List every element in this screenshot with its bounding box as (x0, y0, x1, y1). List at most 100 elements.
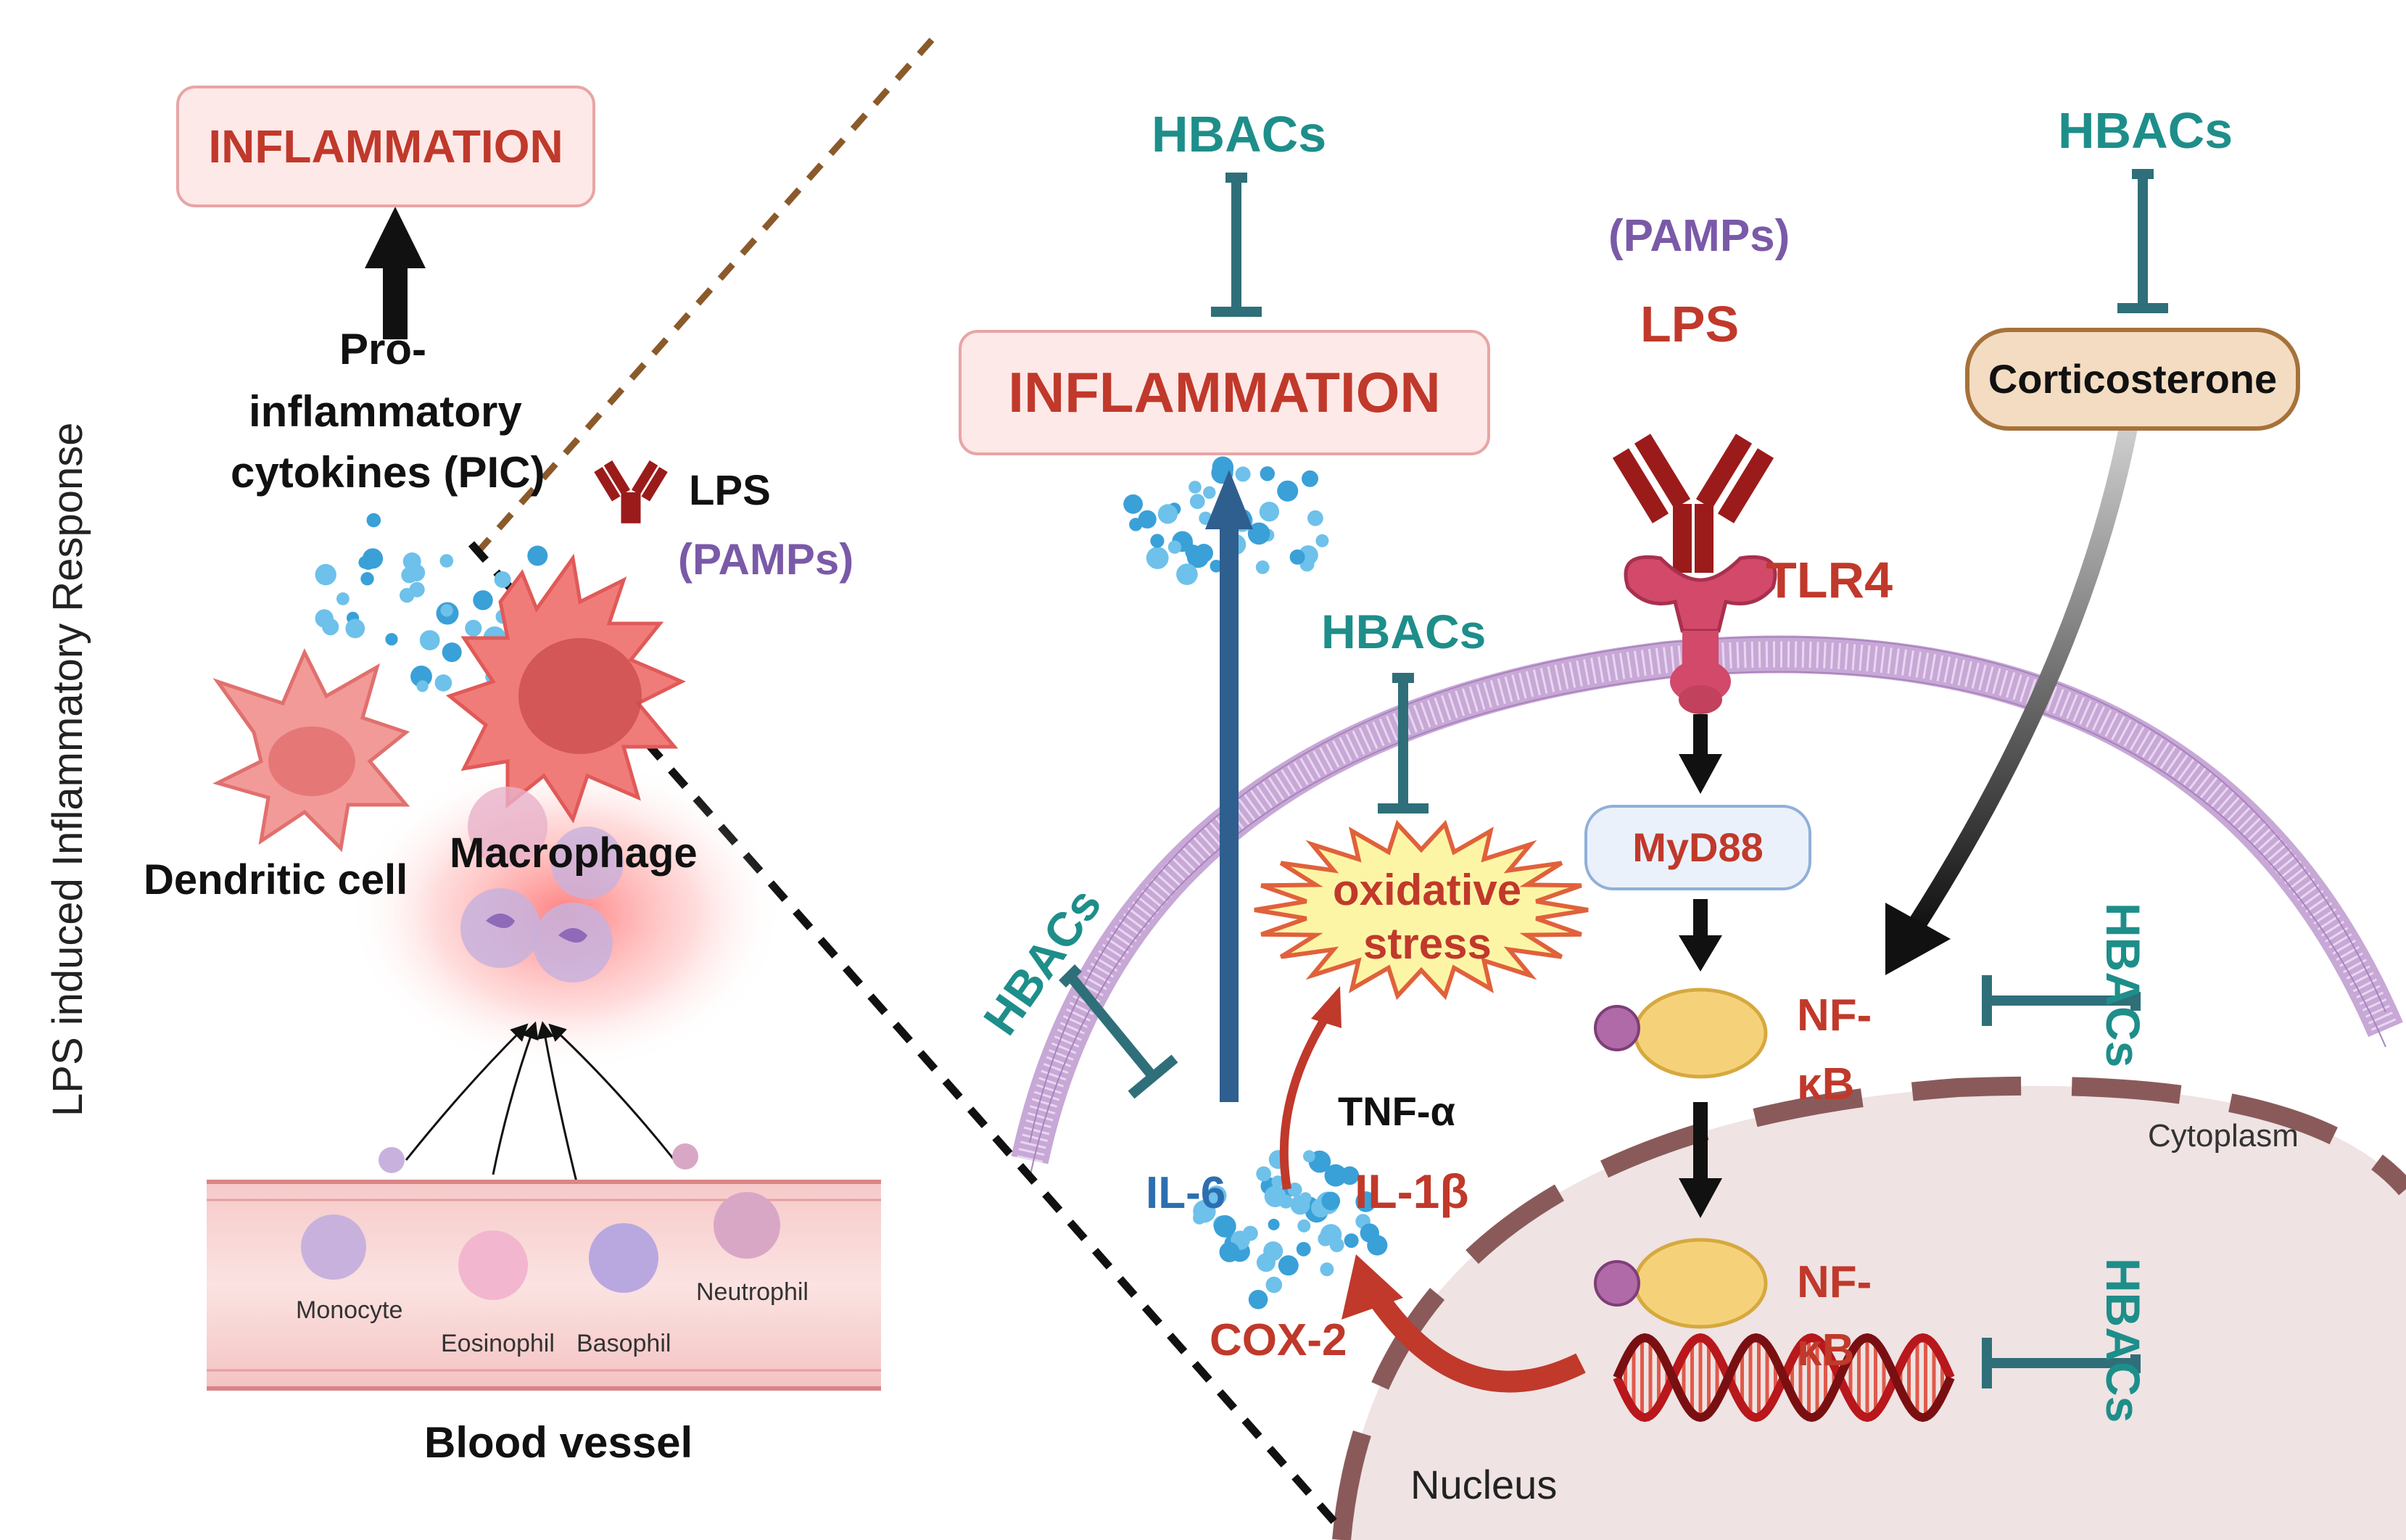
cytokine-dot (410, 666, 432, 687)
cytokine-dot (1247, 522, 1270, 545)
cytokine-dot (1307, 510, 1323, 526)
myd88-box: MyD88 (1584, 805, 1811, 890)
cytokine-dot (402, 552, 421, 571)
cytokine-dot (1265, 1276, 1283, 1293)
inhibitor-corticosterone (2117, 169, 2168, 313)
cytokine-dot (416, 680, 429, 692)
macrophage-shape (445, 553, 686, 824)
left-inflammation-label: INFLAMMATION (208, 120, 563, 173)
cytokine-dot (1129, 518, 1143, 531)
lps-left-shape (594, 460, 668, 523)
hbacs-corticosterone-label: HBACs (2058, 102, 2233, 159)
myd88-label: MyD88 (1632, 824, 1764, 870)
tlr4-to-myd88-arrow (1679, 714, 1722, 794)
cytokine-dot (1150, 534, 1165, 548)
blood-vessel-label: Blood vessel (424, 1418, 693, 1467)
oxidative-label-line1: oxidative (1333, 866, 1522, 914)
il6-label: IL-6 (1146, 1168, 1226, 1218)
cytokine-dot (1302, 470, 1318, 487)
cytoplasm-label: Cytoplasm (2148, 1118, 2299, 1154)
dna-strand (1613, 1333, 1955, 1423)
neutrophil-label: Neutrophil (696, 1278, 809, 1306)
inhibitor-nfkb-cyto (1982, 975, 2141, 1026)
cytokine-dot (1287, 1183, 1302, 1197)
cytokine-dot (400, 587, 415, 603)
cytokine-dot (442, 642, 462, 663)
pic-label-line3: cytokines (PIC) (231, 448, 545, 497)
tlr4-label: TLR4 (1766, 552, 1893, 608)
oxidative-label-line2: stress (1363, 919, 1492, 968)
cytokine-dot (1255, 560, 1270, 574)
nucleus-label: Nucleus (1410, 1462, 1558, 1507)
nfkb-nuc-label-line2: κB (1797, 1325, 1855, 1375)
cytokine-dot (1259, 502, 1280, 522)
cytokine-dot (1260, 466, 1276, 481)
divider-brown (476, 38, 935, 553)
eosinophil-label: Eosinophil (441, 1330, 555, 1357)
cytokine-dot (358, 556, 371, 569)
dendritic-cell-shape (212, 648, 410, 853)
right-cytokine-dots (1123, 456, 1388, 1309)
cytokine-dot (1271, 1175, 1284, 1188)
oxidative-stress-burst (1254, 819, 1589, 1001)
cell-membrane (1011, 635, 2403, 1178)
nfkb-nuc-shape (1594, 1238, 1768, 1329)
left-inflammation-box: INFLAMMATION (176, 86, 595, 207)
cytokine-dot (1206, 1185, 1227, 1206)
inhibitor-membrane (1059, 964, 1178, 1099)
cytokine-dot (1268, 1218, 1280, 1230)
cytokine-dot (1189, 494, 1205, 509)
corticosterone-label: Corticosterone (1988, 356, 2278, 402)
cytokine-dot (1367, 1235, 1388, 1256)
nfkb-cyto-label-line2: κB (1797, 1059, 1855, 1109)
inhibitor-nfkb-nuc (1982, 1338, 2141, 1388)
cytokine-dot (1213, 1215, 1236, 1238)
hbacs-oxidative-label: HBACs (1321, 605, 1487, 658)
blood-vessel-shape (207, 1143, 881, 1391)
cytokine-dot (1193, 1211, 1207, 1225)
cytokine-dot (1277, 480, 1299, 502)
migration-arrows (405, 1021, 676, 1197)
cytokine-dot (1263, 1241, 1283, 1262)
cytokine-dot (1355, 1191, 1376, 1212)
cytokine-dot (401, 567, 418, 584)
cytokine-to-oxidative-arrow (1279, 986, 1342, 1190)
cytokine-dot (345, 618, 365, 639)
cytokine-dot (1315, 534, 1329, 547)
side-title: LPS induced Inflammatory Response (44, 422, 91, 1117)
cytokine-dot (494, 571, 511, 588)
hbacs-top-label: HBACs (1152, 106, 1327, 162)
cytokine-dot (1157, 504, 1178, 524)
cytokine-dot (385, 633, 398, 646)
nfkb-translocation-arrow (1679, 1102, 1722, 1218)
cytokine-dot (439, 554, 454, 568)
hbacs-nfkb-nuc-label: HBACs (2096, 1258, 2150, 1423)
cytokine-dot (1297, 1219, 1311, 1233)
pic-label-line2: inflammatory (249, 387, 522, 436)
cytokine-dot (440, 604, 453, 617)
cytokine-dot (1320, 1224, 1342, 1246)
tnf-label: TNF-α (1338, 1088, 1455, 1134)
left-pamps-label: (PAMPs) (678, 535, 854, 584)
cytokine-dot (527, 545, 548, 566)
cytokine-dot (434, 674, 452, 692)
cytokine-dot (465, 619, 482, 637)
cox2-label: COX-2 (1210, 1315, 1347, 1365)
cytokine-dot (1296, 1241, 1311, 1257)
cytokine-dot (1290, 1195, 1310, 1215)
inhibitor-top (1211, 173, 1262, 317)
cytokine-dot (1235, 466, 1251, 482)
cytokine-dot (1203, 486, 1216, 499)
inhibitor-oxidative (1378, 673, 1429, 814)
cytokine-dot (1242, 1225, 1258, 1241)
il1b-label: IL-1β (1355, 1164, 1469, 1218)
cytokine-dot (1123, 494, 1143, 514)
dna-helix-shape (1613, 1333, 1955, 1423)
nfkb-cyto-shape (1594, 988, 1768, 1079)
cytokine-dot (315, 563, 336, 586)
cytokine-dot (1248, 1290, 1268, 1309)
cytokine-dot (1321, 1191, 1341, 1211)
cytokine-dot (315, 609, 334, 628)
